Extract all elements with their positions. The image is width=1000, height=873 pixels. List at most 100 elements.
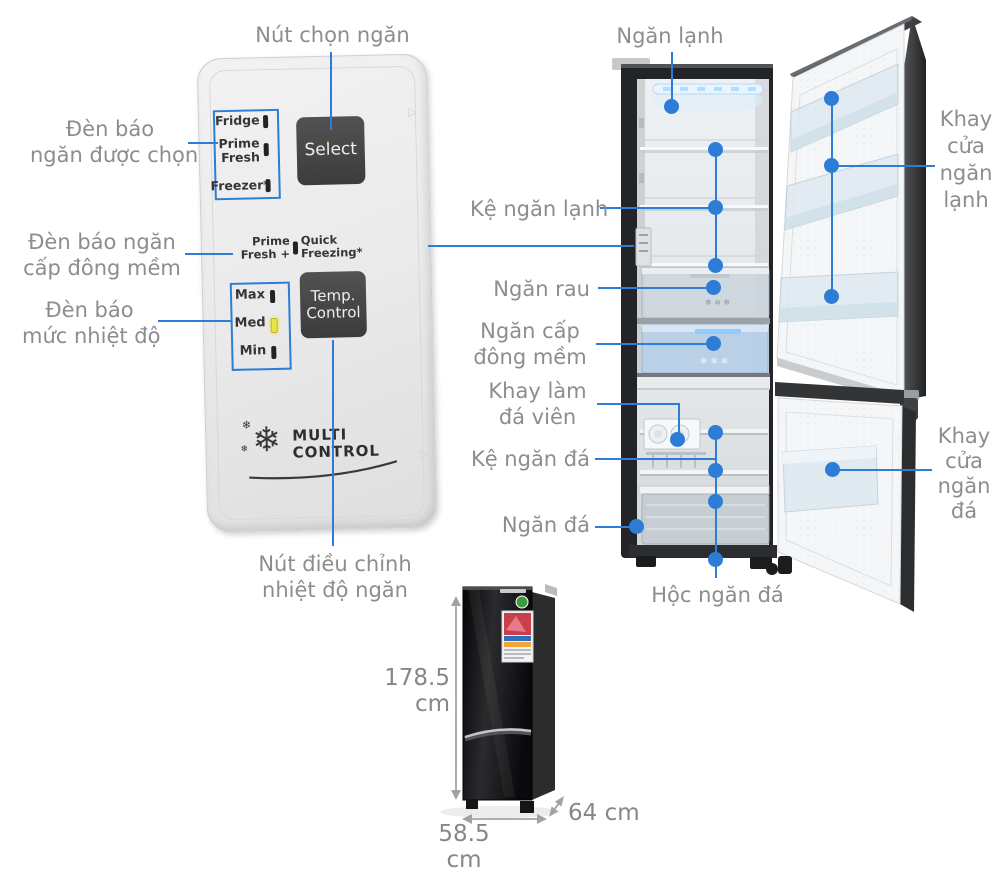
- line-den-bao-nhiet: [158, 320, 231, 322]
- callout-text: Kệ ngăn đá: [470, 447, 590, 471]
- callout-nut-chon-ngan: Nút chọn ngăn: [235, 22, 430, 48]
- dot-freezer-shelf-1: [708, 425, 723, 440]
- dimension-text: 58.5 cm: [438, 821, 490, 873]
- dimension-text: 178.5 cm: [384, 665, 450, 717]
- callout-text: Ngăn rau: [493, 277, 590, 301]
- line-khay-cua-lanh: [832, 165, 935, 167]
- info-sticker: [501, 610, 534, 663]
- callout-text: Hộc ngăn đá: [651, 583, 784, 607]
- triangle-marker-icon: ▷: [419, 446, 430, 461]
- freezer-door-open: [775, 382, 916, 612]
- vegetable-drawer: ❄ ≋ ❄: [641, 267, 770, 319]
- dot-ngan-rau: [706, 280, 721, 295]
- freezer-bottom-drawer: [638, 485, 770, 545]
- triangle-marker-icon: ▷: [407, 104, 418, 119]
- callout-text: nhiệt độ ngăn: [262, 578, 408, 602]
- brand-logo: [500, 589, 526, 593]
- med-label: Med: [234, 315, 266, 331]
- callout-text: ngăn: [937, 474, 991, 498]
- dot-door-bin-3: [824, 289, 839, 304]
- callout-text: Khay: [937, 424, 991, 448]
- callout-text: lạnh: [943, 188, 989, 212]
- green-sticker: [515, 595, 529, 609]
- freezer-indicator-light: [265, 179, 271, 193]
- callout-text: Ngăn đá: [501, 513, 590, 537]
- callout-ngan-lanh: Ngăn lạnh: [595, 23, 745, 49]
- dot-khay-lam-da: [670, 432, 685, 447]
- callout-text: Nút điều chỉnh: [258, 552, 412, 576]
- freezer-indicator-label: Freezer*: [210, 177, 271, 194]
- callout-text: Đèn báo ngăn: [28, 230, 176, 254]
- dot-door-bin-1: [824, 91, 839, 106]
- callout-ke-ngan-lanh: Kệ ngăn lạnh: [470, 196, 608, 222]
- line-ngan-da: [595, 526, 638, 528]
- drawer-divider: [637, 318, 770, 324]
- dot-ngan-cap-dong: [706, 336, 721, 351]
- logo-swoosh: [249, 460, 398, 480]
- med-indicator-light-on: [270, 317, 278, 334]
- svg-text:❄ ❄ ❄: ❄ ❄ ❄: [700, 357, 728, 367]
- max-indicator-light: [269, 289, 276, 304]
- prime-fresh-plus-label: Prime Fresh +: [216, 234, 291, 262]
- callout-khay-cua-ngan-da: Khay cửa ngăn đá: [929, 424, 999, 524]
- callout-text: Kệ ngăn lạnh: [470, 197, 609, 221]
- dot-ngan-lanh: [664, 99, 679, 114]
- line-panel-to-fridge: [428, 245, 634, 247]
- callout-hoc-ngan-da: Hộc ngăn đá: [640, 582, 795, 608]
- min-label: Min: [239, 343, 267, 359]
- dot-freezer-shelf-2: [708, 463, 723, 478]
- dimension-text: 64 cm: [568, 800, 640, 826]
- black-fridge-feet: [466, 799, 534, 813]
- callout-text: ngăn: [939, 161, 993, 185]
- callout-text: mức nhiệt độ: [22, 324, 161, 348]
- black-fridge-body: [462, 584, 557, 801]
- dot-hoc-ngan-da: [708, 552, 723, 567]
- dot-freezer-door-bin: [825, 462, 840, 477]
- multi-logo-line2: CONTROL: [292, 441, 381, 462]
- dot-shelf-2: [708, 200, 723, 215]
- dimension-width: 58.5 cm: [419, 821, 509, 873]
- callout-text: cấp đông mềm: [23, 256, 181, 280]
- line-khay-cua-da: [833, 469, 932, 471]
- callout-nut-dieu-chinh: Nút điều chỉnh nhiệt độ ngăn: [245, 551, 425, 603]
- callout-text: Nút chọn ngăn: [255, 23, 410, 47]
- dot-freezer-basket: [708, 494, 723, 509]
- callout-text: đá: [950, 499, 978, 523]
- snowflake-small-icon: ❄: [240, 444, 249, 455]
- snowflake-icon: ❄: [251, 419, 282, 461]
- fridge-indicator-label: Fridge: [214, 112, 260, 129]
- callout-text: Đèn báo: [65, 117, 155, 141]
- freezer-shelves: [640, 429, 768, 476]
- line-den-bao-cap-dong: [185, 253, 233, 255]
- callout-den-bao-muc-nhiet-do: Đèn báo mức nhiệt độ: [22, 297, 161, 349]
- callout-text: đông mềm: [473, 345, 587, 369]
- dot-door-bin-2: [824, 158, 839, 173]
- product-photo: [440, 584, 564, 824]
- soft-freeze-drawer: ❄ ❄ ❄: [641, 324, 769, 374]
- callout-ke-ngan-da: Kệ ngăn đá: [460, 446, 590, 472]
- prime-fresh-indicator-light: [263, 143, 269, 157]
- line-khay-lam-da-h: [597, 403, 679, 405]
- svg-text:❄ ≋ ❄: ❄ ≋ ❄: [705, 298, 730, 307]
- fridge-door-bins: [778, 63, 899, 323]
- line-ngan-lanh: [671, 52, 673, 108]
- callout-text: ngăn được chọn: [30, 143, 199, 167]
- dot-shelf-1: [708, 142, 723, 157]
- callout-text: Đèn báo: [45, 298, 134, 322]
- snowflake-small-icon: ❄: [241, 418, 252, 432]
- callout-ngan-rau: Ngăn rau: [470, 276, 590, 302]
- fridge-handle-groove: [464, 728, 532, 742]
- callout-text: cửa: [947, 134, 985, 158]
- quick-freezing-label: Quick Freezing*: [301, 233, 372, 260]
- callout-text: Ngăn cấp: [480, 319, 580, 343]
- callout-ngan-da: Ngăn đá: [470, 512, 590, 538]
- callout-khay-cua-ngan-lanh: Khay cửa ngăn lạnh: [931, 106, 1000, 214]
- line-khay-lam-da-v: [678, 403, 680, 441]
- line-den-bao-chon: [188, 142, 218, 144]
- control-panel: Fridge Prime Fresh Freezer* Select Prime…: [196, 53, 438, 533]
- fridge-base-feet: [629, 545, 778, 575]
- callout-den-bao-ngan-duoc-chon: Đèn báo ngăn được chọn: [30, 116, 199, 168]
- min-indicator-light: [271, 345, 277, 360]
- temp-control-button[interactable]: Temp. Control: [299, 270, 368, 339]
- line-ngan-rau: [598, 287, 715, 289]
